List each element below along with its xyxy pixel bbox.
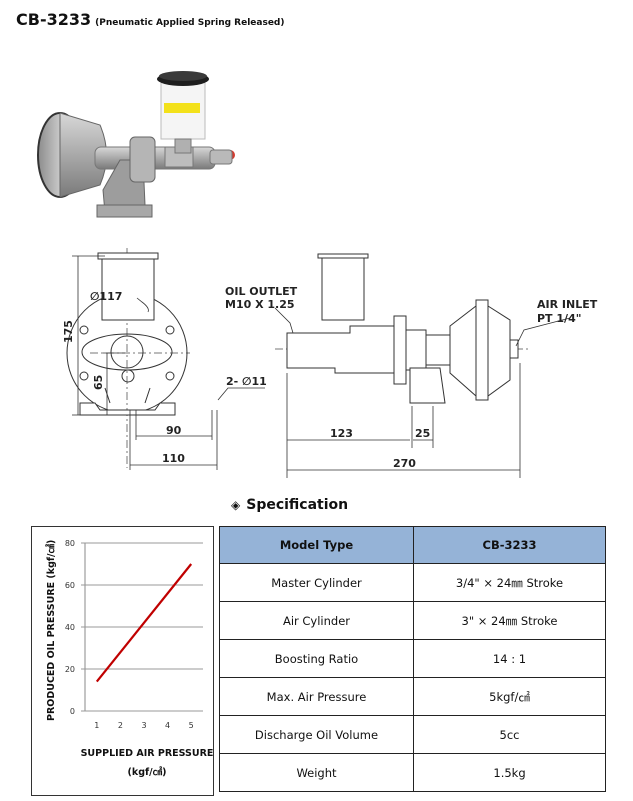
side-view xyxy=(275,253,530,404)
series-line xyxy=(95,563,193,683)
spec-label: Boosting Ratio xyxy=(219,639,414,678)
spec-value: 3/4" × 24㎜ Stroke xyxy=(413,563,606,602)
spec-value: 3" × 24㎜ Stroke xyxy=(413,601,606,640)
spec-label: Master Cylinder xyxy=(219,563,414,602)
label-air-inlet: AIR INLET xyxy=(537,298,598,311)
x-tick-labels: 1 2 3 4 5 xyxy=(94,721,193,730)
y-tick-label: 0 xyxy=(70,707,75,716)
spec-value: 14 : 1 xyxy=(413,639,606,678)
x-tick-label: 5 xyxy=(189,721,194,730)
label-air-inlet-thread: PT 1/4" xyxy=(537,312,581,325)
model-number: CB-3233 xyxy=(16,10,92,29)
chart-series xyxy=(95,563,193,683)
label-oil-outlet: OIL OUTLET xyxy=(225,285,298,298)
x-axis-label: SUPPLIED AIR PRESSURE xyxy=(81,748,214,759)
y-axis-label: PRODUCED OIL PRESSURE (kgf/㎠) xyxy=(45,540,57,721)
y-tick-label: 20 xyxy=(65,665,75,674)
specification-heading: ◈ Specification xyxy=(231,497,348,513)
spec-label: Discharge Oil Volume xyxy=(219,715,414,754)
header-cell-model: CB-3233 xyxy=(413,526,606,564)
label-height-175: 175 xyxy=(62,320,75,343)
diamond-bullet-icon: ◈ xyxy=(231,498,241,512)
label-height-65: 65 xyxy=(92,375,105,390)
x-axis-unit: (kgf/㎠) xyxy=(128,766,167,778)
spec-value: 5cc xyxy=(413,715,606,754)
x-tick-label: 4 xyxy=(165,721,170,730)
chart-canvas: 0 20 40 60 80 1 2 3 4 5 PRODUCED OIL PRESSURE (k… xyxy=(45,539,214,778)
specification-title: Specification xyxy=(246,497,349,513)
label-hole-2-dia-11: 2- ∅11 xyxy=(226,375,267,388)
side-dimensions xyxy=(274,307,571,478)
label-width-90: 90 xyxy=(166,424,182,437)
y-tick-labels: 0 20 40 60 80 xyxy=(65,539,75,716)
product-photo xyxy=(37,71,235,218)
spec-label: Air Cylinder xyxy=(219,601,414,640)
model-subtitle: (Pneumatic Applied Spring Released) xyxy=(95,18,285,28)
spec-value: 1.5kg xyxy=(413,753,606,792)
label-diameter-117: ∅117 xyxy=(90,290,122,303)
spec-label: Max. Air Pressure xyxy=(219,677,414,716)
pressure-chart: 0 20 40 60 80 1 2 3 4 5 PRODUCED OIL PRESSURE (k… xyxy=(31,526,214,796)
chart-grid xyxy=(81,542,203,712)
y-tick-label: 80 xyxy=(65,539,75,548)
header-cell-model-type: Model Type xyxy=(219,526,414,564)
label-width-110: 110 xyxy=(162,452,185,465)
y-tick-label: 40 xyxy=(65,623,75,632)
dimension-drawing: ∅117 175 65 2- ∅11 90 110 OIL OUTLET M10… xyxy=(62,248,598,478)
x-tick-label: 3 xyxy=(141,721,146,730)
x-tick-label: 1 xyxy=(94,721,99,730)
x-tick-label: 2 xyxy=(118,721,123,730)
table-header-row: Model Type CB-3233 xyxy=(219,526,606,564)
y-tick-label: 60 xyxy=(65,581,75,590)
spec-label: Weight xyxy=(219,753,414,792)
label-oil-outlet-thread: M10 X 1.25 xyxy=(225,298,295,311)
front-dimensions xyxy=(72,255,265,470)
label-length-270: 270 xyxy=(393,457,416,470)
page-title: CB-3233(Pneumatic Applied Spring Release… xyxy=(16,10,285,29)
label-length-123: 123 xyxy=(330,427,353,440)
label-length-25: 25 xyxy=(415,427,430,440)
spec-value: 5kgf/㎠ xyxy=(413,677,606,716)
